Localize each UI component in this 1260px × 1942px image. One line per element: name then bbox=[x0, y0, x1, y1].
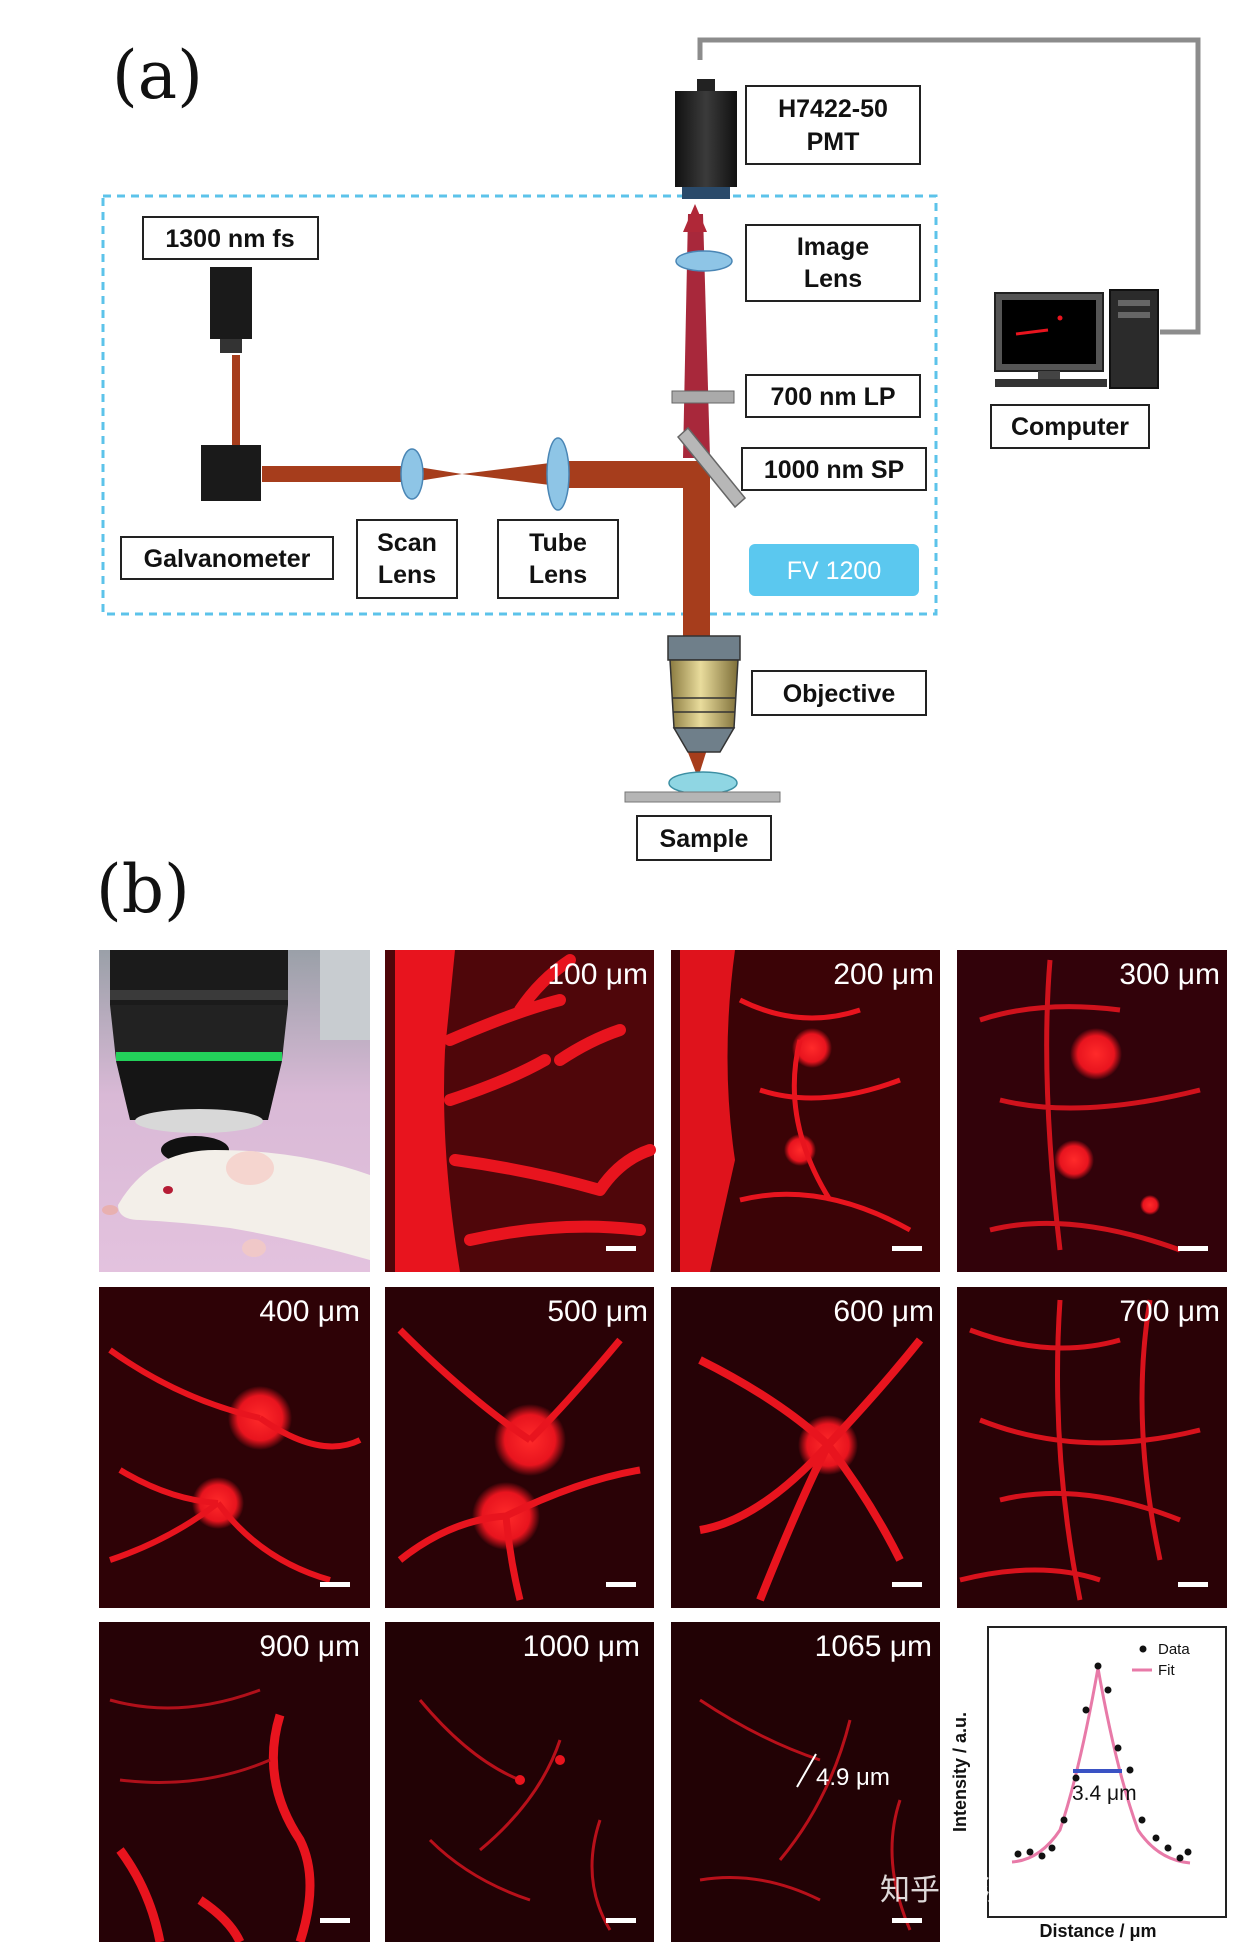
depth-label-300: 300 μm bbox=[1119, 958, 1220, 991]
scan-lens-label-box: Scan Lens bbox=[356, 519, 458, 599]
laser-to-galvo-beam bbox=[232, 355, 240, 452]
depth-tile-600 bbox=[671, 1287, 940, 1608]
image-lens-label-line1: Image bbox=[797, 233, 869, 261]
depth-label-500: 500 μm bbox=[547, 1295, 648, 1328]
fwhm-label: 3.4 μm bbox=[1072, 1782, 1137, 1805]
tube-to-mirror-beam bbox=[558, 461, 704, 488]
computer-label-box: Computer bbox=[990, 404, 1150, 449]
computer-label: Computer bbox=[1011, 413, 1129, 441]
scan-lens-label-line1: Scan bbox=[377, 529, 437, 557]
galvanometer-icon bbox=[201, 445, 261, 501]
watermark: 知乎 @沈阳莫德医药 bbox=[880, 1873, 1160, 1908]
depth-label-700: 700 μm bbox=[1119, 1295, 1220, 1328]
legend-data-marker bbox=[1139, 1645, 1147, 1653]
tube-lens-label-box: Tube Lens bbox=[497, 519, 619, 599]
image-lens-label-line2: Lens bbox=[804, 265, 862, 293]
legend-fit-label: Fit bbox=[1158, 1662, 1175, 1679]
panel-a-letter: (a) bbox=[112, 37, 203, 114]
legend-data-label: Data bbox=[1158, 1641, 1190, 1658]
sp-mirror-label: 1000 nm SP bbox=[764, 456, 904, 484]
image-lens-icon bbox=[675, 250, 733, 272]
galvanometer-label-box: Galvanometer bbox=[120, 536, 334, 580]
emission-beam-arrow bbox=[683, 204, 707, 232]
laser-label-box: 1300 nm fs bbox=[142, 216, 319, 260]
pmt-connector bbox=[697, 79, 715, 93]
plot-data-points bbox=[1014, 1662, 1192, 1862]
laser-aperture bbox=[220, 339, 242, 353]
depth-label-200: 200 μm bbox=[833, 958, 934, 991]
objective-label-box: Objective bbox=[751, 670, 927, 716]
plot-ylabel: Intensity / a.u. bbox=[950, 1712, 970, 1832]
depth-tile-300 bbox=[957, 950, 1227, 1272]
vessel-width-label: 4.9 μm bbox=[816, 1764, 890, 1791]
sample-label: Sample bbox=[660, 825, 749, 853]
fv1200-dashed-enclosure bbox=[101, 194, 938, 616]
plot-xlabel: Distance / μm bbox=[1039, 1921, 1156, 1941]
objective-label: Objective bbox=[783, 680, 896, 708]
galvanometer-label: Galvanometer bbox=[144, 545, 311, 573]
depth-label-1000: 1000 μm bbox=[523, 1630, 640, 1663]
tube-lens-label-line1: Tube bbox=[529, 529, 587, 557]
computer-icon bbox=[994, 289, 1159, 389]
laser-source-icon bbox=[210, 267, 252, 339]
depth-tile-400 bbox=[99, 1287, 370, 1608]
sample-stage bbox=[624, 791, 781, 803]
panel-a-setup-diagram: (a) bbox=[101, 37, 1201, 861]
scan-to-tube-beam bbox=[462, 462, 558, 486]
panel-b-imaging-grid: (b) bbox=[96, 851, 1227, 1942]
lp-filter-label: 700 nm LP bbox=[770, 383, 895, 411]
depth-label-400: 400 μm bbox=[259, 1295, 360, 1328]
depth-tile-900 bbox=[99, 1622, 370, 1942]
sample-drop-icon bbox=[668, 771, 738, 795]
depth-tile-1065: 4.9 μm bbox=[671, 1622, 940, 1942]
tube-lens-icon bbox=[546, 437, 570, 511]
pmt-computer-cable bbox=[697, 37, 1201, 335]
depth-tile-1000 bbox=[385, 1622, 654, 1942]
fv1200-label: FV 1200 bbox=[787, 557, 882, 585]
pmt-window bbox=[682, 187, 730, 199]
intensity-profile-plot: Intensity / a.u. Distance / μm 3.4 μm Da… bbox=[950, 1626, 1227, 1941]
sp-dichroic-mirror-icon bbox=[676, 426, 747, 509]
pmt-detector-icon bbox=[675, 91, 737, 187]
pmt-type-label: PMT bbox=[807, 128, 860, 156]
scan-lens-label-line2: Lens bbox=[378, 561, 436, 589]
objective-icon bbox=[667, 635, 741, 753]
image-lens-label-box: Image Lens bbox=[745, 224, 921, 302]
depth-tile-700 bbox=[957, 1287, 1227, 1608]
vessel-width-marker bbox=[796, 1753, 817, 1788]
lp-filter-label-box: 700 nm LP bbox=[745, 374, 921, 418]
laser-label: 1300 nm fs bbox=[165, 225, 294, 253]
tube-lens-label-line2: Lens bbox=[529, 561, 587, 589]
mouse-photo-tile bbox=[99, 950, 370, 1272]
fv1200-badge: FV 1200 bbox=[749, 544, 919, 596]
lp-filter-icon bbox=[671, 390, 735, 404]
panel-b-letter: (b) bbox=[96, 851, 190, 928]
depth-tile-500 bbox=[385, 1287, 654, 1608]
depth-tile-100 bbox=[385, 950, 656, 1272]
scan-lens-icon bbox=[400, 448, 424, 500]
depth-label-100: 100 μm bbox=[547, 958, 648, 991]
depth-label-600: 600 μm bbox=[833, 1295, 934, 1328]
galvo-to-scan-beam bbox=[262, 466, 462, 482]
pmt-model-label: H7422-50 bbox=[778, 95, 888, 123]
pmt-label-box: H7422-50 PMT bbox=[745, 85, 921, 165]
depth-label-1065: 1065 μm bbox=[815, 1630, 932, 1663]
sample-label-box: Sample bbox=[636, 815, 772, 861]
depth-label-900: 900 μm bbox=[259, 1630, 360, 1663]
depth-tile-200 bbox=[671, 950, 940, 1272]
sp-mirror-label-box: 1000 nm SP bbox=[741, 447, 927, 491]
